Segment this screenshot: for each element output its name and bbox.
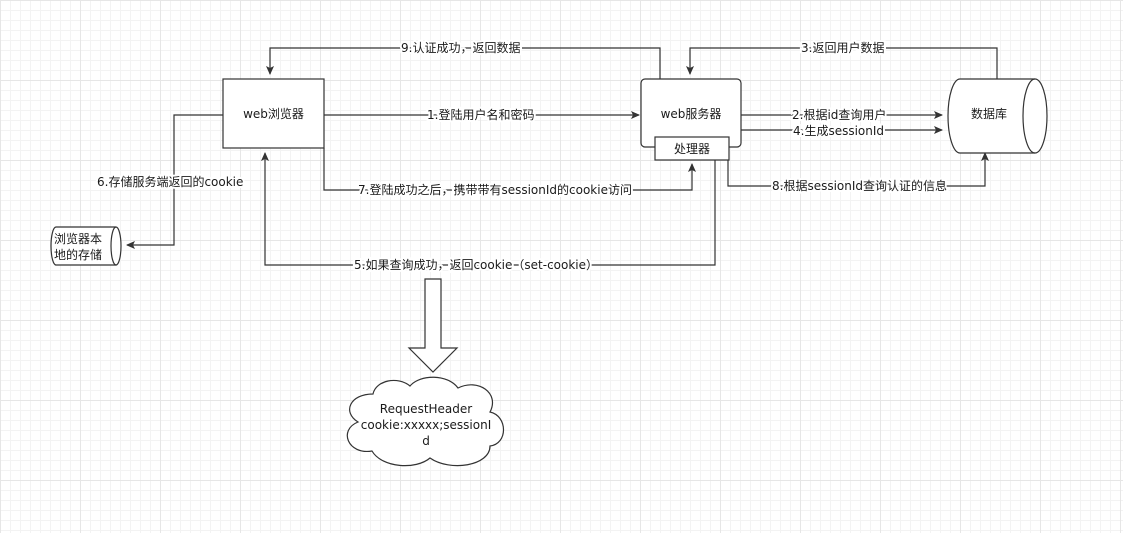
label-step6: 6.存储服务端返回的cookie bbox=[97, 174, 243, 189]
database-label: 数据库 bbox=[971, 106, 1007, 121]
browser-node: web浏览器 bbox=[222, 78, 325, 149]
label-step8: 8.根据sessionId查询认证的信息 bbox=[772, 178, 947, 193]
label-step7: 7.登陆成功之后，携带带有sessionId的cookie访问 bbox=[358, 182, 632, 197]
database-node: 数据库 bbox=[947, 78, 1048, 154]
server-label: web服务器 bbox=[661, 106, 722, 121]
local-storage-node: 浏览器本 地的存储 bbox=[50, 226, 122, 266]
cloud-line-3: d bbox=[422, 434, 430, 448]
request-header-cloud: RequestHeader cookie:xxxxx;sessionI d bbox=[346, 376, 504, 467]
edge-step7 bbox=[323, 148, 696, 191]
label-step2: 2.根据id查询用户 bbox=[792, 107, 886, 122]
edge-step9 bbox=[266, 47, 661, 79]
edge-step5 bbox=[261, 152, 716, 266]
label-step3: 3.返回用户数据 bbox=[801, 40, 884, 55]
cloud-line-2: cookie:xxxxx;sessionI bbox=[361, 418, 492, 432]
edge-step8 bbox=[727, 152, 989, 187]
label-step5: 5.如果查询成功，返回cookie（set-cookie） bbox=[354, 257, 598, 272]
local-storage-label-2: 地的存储 bbox=[54, 247, 102, 262]
edge-step6 bbox=[126, 114, 223, 249]
browser-label: web浏览器 bbox=[243, 106, 304, 121]
local-storage-label-1: 浏览器本 bbox=[54, 231, 102, 246]
edge-step3 bbox=[686, 47, 998, 79]
label-step9: 9.认证成功，返回数据 bbox=[401, 40, 520, 55]
processor-label: 处理器 bbox=[674, 142, 710, 156]
processor-box bbox=[654, 136, 730, 161]
label-step4: 4.生成sessionId bbox=[793, 124, 884, 138]
label-step1: 1.登陆用户名和密码 bbox=[427, 107, 534, 122]
cloud-line-1: RequestHeader bbox=[380, 402, 473, 416]
server-node: web服务器 处理器 bbox=[640, 78, 742, 161]
down-arrow-icon bbox=[407, 278, 459, 373]
